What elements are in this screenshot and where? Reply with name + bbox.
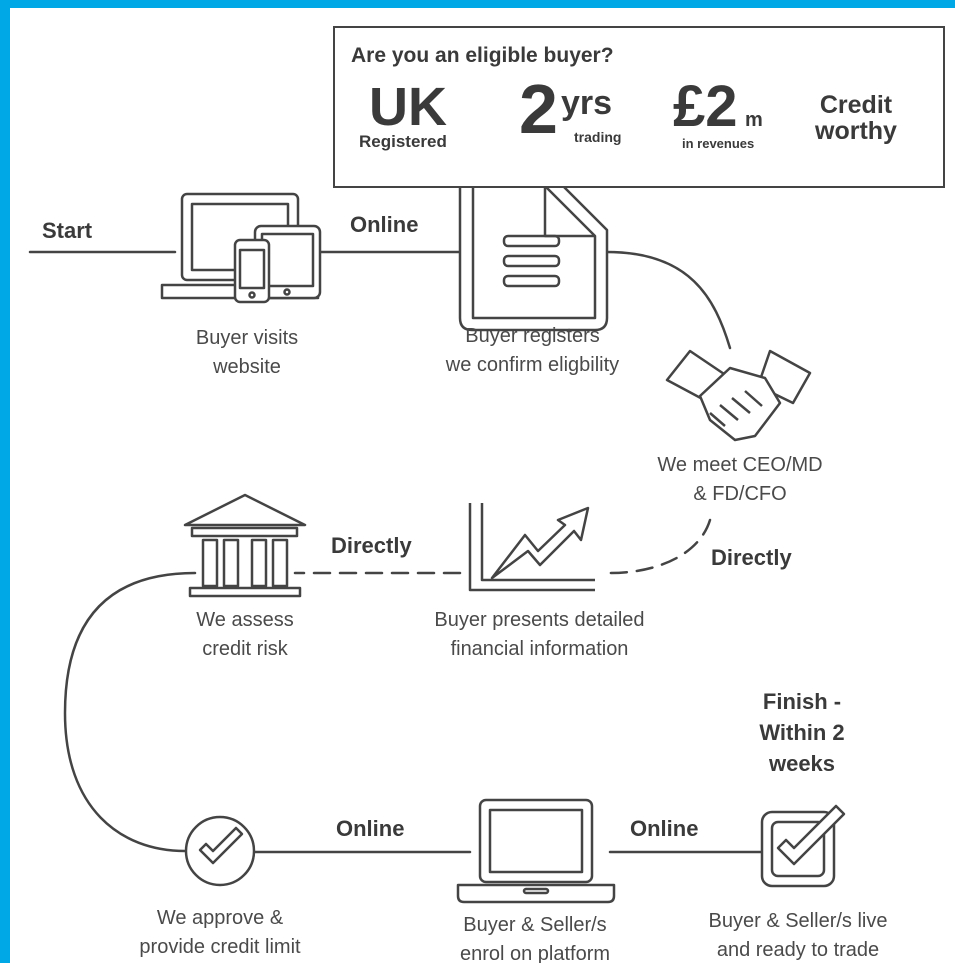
directly-label-1: Directly xyxy=(331,533,412,558)
step-assess-caption: We assess credit risk xyxy=(150,606,340,664)
bank-icon xyxy=(183,493,307,598)
finish-line-2: Within 2 xyxy=(759,720,845,745)
curve-to-handshake xyxy=(605,250,732,350)
step-enrol-caption: Buyer & Seller/s enrol on platform xyxy=(430,911,640,963)
step-meet-line-1: We meet CEO/MD xyxy=(657,454,823,476)
credit-line-1: Credit xyxy=(819,91,893,119)
start-label: Start xyxy=(42,218,93,243)
step-assess-line-2: credit risk xyxy=(202,638,288,660)
eligibility-question: Are you an eligible buyer? xyxy=(351,44,614,67)
handshake-icon xyxy=(665,349,812,442)
uk-big-text: UK xyxy=(369,77,447,137)
online-label-2: Online xyxy=(336,816,405,841)
flow-connectors xyxy=(28,171,846,904)
years-trading-label: trading xyxy=(574,129,622,145)
step-approve-caption: We approve & provide credit limit xyxy=(115,904,325,962)
laptop-icon xyxy=(456,798,616,904)
years-unit-text: yrs xyxy=(561,84,613,122)
revenue-big-text: £2 xyxy=(673,74,738,139)
step-meet-line-2: & FD/CFO xyxy=(693,483,787,505)
check-circle-icon xyxy=(184,815,256,887)
step-visit-line-2: website xyxy=(213,356,281,378)
eligibility-box: Are you an eligible buyer? UK Registered… xyxy=(333,26,945,188)
growth-chart-icon xyxy=(468,503,595,592)
finish-line-3: weeks xyxy=(768,751,836,776)
checkbox-icon xyxy=(760,804,846,888)
credit-worthy-text: Credit worthy xyxy=(807,92,905,144)
directly-label-2: Directly xyxy=(711,545,792,570)
step-approve-line-2: provide credit limit xyxy=(139,936,301,958)
step-presents-line-1: Buyer presents detailed xyxy=(434,609,645,631)
step-enrol-line-1: Buyer & Seller/s xyxy=(463,914,607,936)
step-visit-line-1: Buyer visits xyxy=(195,327,299,349)
finish-label: Finish - Within 2 weeks xyxy=(732,686,872,779)
devices-icon xyxy=(160,192,322,304)
revenue-label: in revenues xyxy=(682,136,755,151)
step-enrol-line-2: enrol on platform xyxy=(459,943,611,963)
step-register-caption: Buyer registers we confirm eligbility xyxy=(410,322,655,380)
years-big-text: 2 xyxy=(519,70,558,148)
step-assess-line-1: We assess xyxy=(196,609,294,631)
process-diagram: Are you an eligible buyer? UK Registered… xyxy=(10,8,955,963)
loop-to-approve xyxy=(63,571,197,853)
step-approve-line-1: We approve & xyxy=(156,907,284,929)
step-meet-caption: We meet CEO/MD & FD/CFO xyxy=(630,451,850,509)
step-live-line-2: and ready to trade xyxy=(716,939,880,961)
document-icon xyxy=(458,171,609,332)
step-register-line-2: we confirm eligbility xyxy=(445,354,620,376)
step-visit-caption: Buyer visits website xyxy=(147,324,347,382)
step-live-caption: Buyer & Seller/s live and ready to trade xyxy=(678,907,918,963)
step-presents-line-2: financial information xyxy=(450,638,629,660)
finish-line-1: Finish - xyxy=(762,689,842,714)
step-presents-caption: Buyer presents detailed financial inform… xyxy=(402,606,677,664)
step-live-line-1: Buyer & Seller/s live xyxy=(708,910,888,932)
online-label-3: Online xyxy=(630,816,699,841)
online-label-1: Online xyxy=(350,212,419,237)
uk-registered-label: Registered xyxy=(359,132,447,151)
dashed-to-chart xyxy=(608,518,712,575)
credit-line-2: worthy xyxy=(815,117,897,145)
step-register-line-1: Buyer registers xyxy=(465,325,600,347)
revenue-unit-text: m xyxy=(745,109,763,131)
